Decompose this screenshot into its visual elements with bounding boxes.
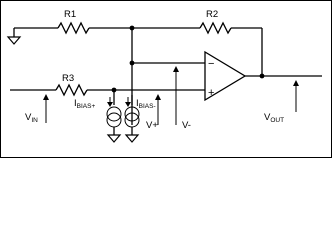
ground-symbol-ibias-minus — [124, 134, 140, 143]
schematic-canvas: − + — [0, 0, 332, 158]
ground-symbol-ibias-plus — [106, 134, 122, 143]
label-ibias-minus: IBIAS- — [136, 98, 156, 110]
arrow-vin — [43, 94, 49, 123]
resistor-r2 — [199, 21, 232, 35]
ground-symbol-left — [6, 28, 22, 45]
resistor-r1 — [57, 21, 90, 35]
label-r3: R3 — [62, 73, 74, 84]
label-vminus: V- — [182, 120, 191, 131]
junction-node-output — [259, 73, 265, 79]
resistor-r3 — [55, 83, 88, 97]
arrow-vplus — [155, 94, 161, 125]
arrow-ibias-minus — [125, 97, 131, 107]
label-ibias-plus: IBIAS+ — [74, 98, 95, 110]
label-vin: VIN — [25, 112, 38, 124]
opamp-triangle — [204, 50, 247, 102]
op-amp-bias-current-schematic: − + — [0, 0, 332, 158]
label-r2: R2 — [206, 9, 218, 20]
label-vplus: V+ — [146, 120, 158, 131]
arrow-vminus — [173, 66, 179, 125]
label-r1: R1 — [64, 9, 76, 20]
opamp-noninverting-sign: + — [208, 87, 214, 99]
opamp-inverting-sign: − — [208, 58, 214, 70]
label-vout: VOUT — [264, 112, 284, 124]
arrow-vout — [293, 80, 299, 112]
arrow-ibias-plus — [107, 97, 113, 107]
current-source-ibias-plus — [106, 106, 122, 128]
diagram-border — [0, 0, 332, 158]
